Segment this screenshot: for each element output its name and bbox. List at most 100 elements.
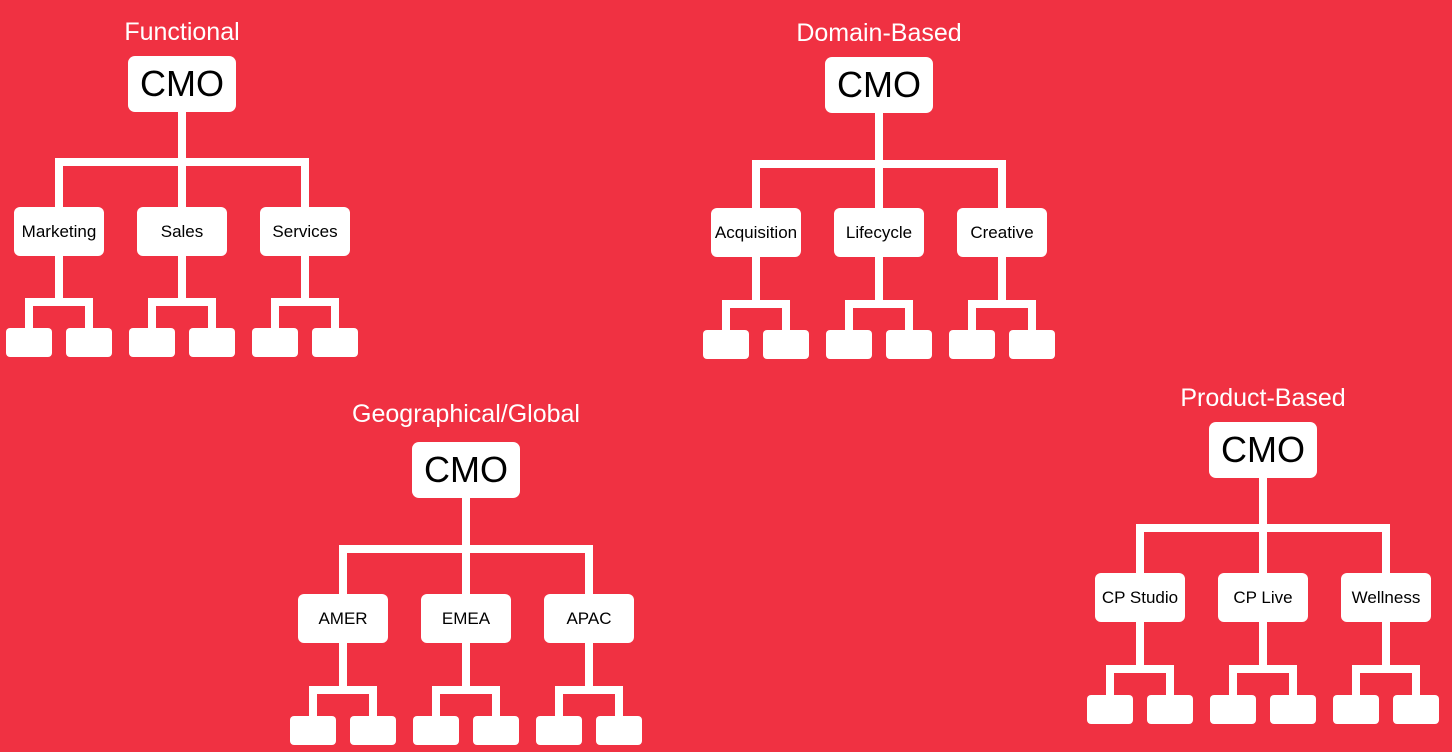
domain-sub-connector [752,257,760,308]
domain-sub-connector [998,257,1006,308]
domain-sub-bar [968,300,1036,308]
geo-leaf-node [350,716,396,745]
product-child-connector [1382,524,1390,573]
geo-leaf-node [473,716,519,745]
functional-leaf-connector [208,298,216,330]
geo-sub-connector [462,643,470,694]
functional-leaf-connector [148,298,156,330]
product-sub-connector [1259,622,1267,673]
geo-child-connector [339,545,347,594]
geo-leaf-node [413,716,459,745]
functional-sub-connector [178,256,186,306]
geo-leaf-node [290,716,336,745]
geo-leaf-connector [492,686,500,718]
product-title: Product-Based [1180,384,1346,412]
functional-sub-connector [301,256,309,306]
product-child-connector [1136,524,1144,573]
product-sub-connector [1382,622,1390,673]
product-root-node: CMO [1209,422,1317,478]
functional-leaf-node [6,328,52,357]
product-leaf-node [1393,695,1439,724]
domain-child-connector [752,160,760,208]
product-leaf-connector [1106,665,1114,697]
domain-child-connector [875,160,883,208]
domain-leaf-node [763,330,809,359]
functional-leaf-node [312,328,358,357]
domain-leaf-connector [845,300,853,332]
geo-leaf-connector [309,686,317,718]
domain-leaf-connector [1028,300,1036,332]
functional-child-node: Services [260,207,350,256]
geo-leaf-node [536,716,582,745]
domain-leaf-node [949,330,995,359]
functional-leaf-node [129,328,175,357]
product-child-node: Wellness [1341,573,1431,622]
domain-title: Domain-Based [796,19,962,47]
functional-leaf-connector [85,298,93,330]
domain-root-connector [875,113,883,168]
product-leaf-node [1333,695,1379,724]
functional-leaf-connector [25,298,33,330]
product-sub-bar [1106,665,1174,673]
product-sub-bar [1229,665,1297,673]
domain-leaf-node [1009,330,1055,359]
functional-child-connector [178,158,186,207]
domain-sub-bar [845,300,913,308]
functional-sub-bar [25,298,93,306]
geo-child-node: EMEA [421,594,511,643]
product-sub-connector [1136,622,1144,673]
domain-child-connector [998,160,1006,208]
product-leaf-node [1087,695,1133,724]
product-leaf-connector [1352,665,1360,697]
geo-sub-connector [339,643,347,694]
geo-title: Geographical/Global [352,400,580,428]
domain-root-node: CMO [825,57,933,113]
geo-leaf-connector [615,686,623,718]
functional-leaf-connector [331,298,339,330]
product-child-connector [1259,524,1267,573]
geo-leaf-connector [432,686,440,718]
product-leaf-node [1210,695,1256,724]
geo-child-connector [585,545,593,594]
product-leaf-connector [1229,665,1237,697]
functional-sub-bar [271,298,339,306]
functional-root-node: CMO [128,56,236,112]
product-leaf-connector [1166,665,1174,697]
geo-root-connector [462,498,470,553]
product-child-node: CP Live [1218,573,1308,622]
domain-leaf-connector [722,300,730,332]
domain-leaf-connector [968,300,976,332]
functional-child-node: Marketing [14,207,104,256]
functional-leaf-node [189,328,235,357]
domain-leaf-connector [905,300,913,332]
product-child-node: CP Studio [1095,573,1185,622]
geo-child-node: APAC [544,594,634,643]
domain-leaf-node [886,330,932,359]
geo-child-connector [462,545,470,594]
product-leaf-node [1147,695,1193,724]
domain-leaf-node [826,330,872,359]
product-leaf-node [1270,695,1316,724]
functional-sub-bar [148,298,216,306]
functional-leaf-node [66,328,112,357]
functional-leaf-connector [271,298,279,330]
domain-child-node: Creative [957,208,1047,257]
functional-child-node: Sales [137,207,227,256]
functional-leaf-node [252,328,298,357]
functional-title: Functional [124,18,240,46]
functional-sub-connector [55,256,63,306]
product-root-connector [1259,478,1267,532]
geo-leaf-connector [369,686,377,718]
domain-leaf-node [703,330,749,359]
domain-child-node: Lifecycle [834,208,924,257]
functional-root-connector [178,112,186,166]
geo-root-node: CMO [412,442,520,498]
geo-leaf-node [596,716,642,745]
geo-leaf-connector [555,686,563,718]
domain-sub-connector [875,257,883,308]
domain-sub-bar [722,300,790,308]
geo-sub-bar [555,686,623,694]
product-leaf-connector [1289,665,1297,697]
domain-leaf-connector [782,300,790,332]
geo-child-node: AMER [298,594,388,643]
